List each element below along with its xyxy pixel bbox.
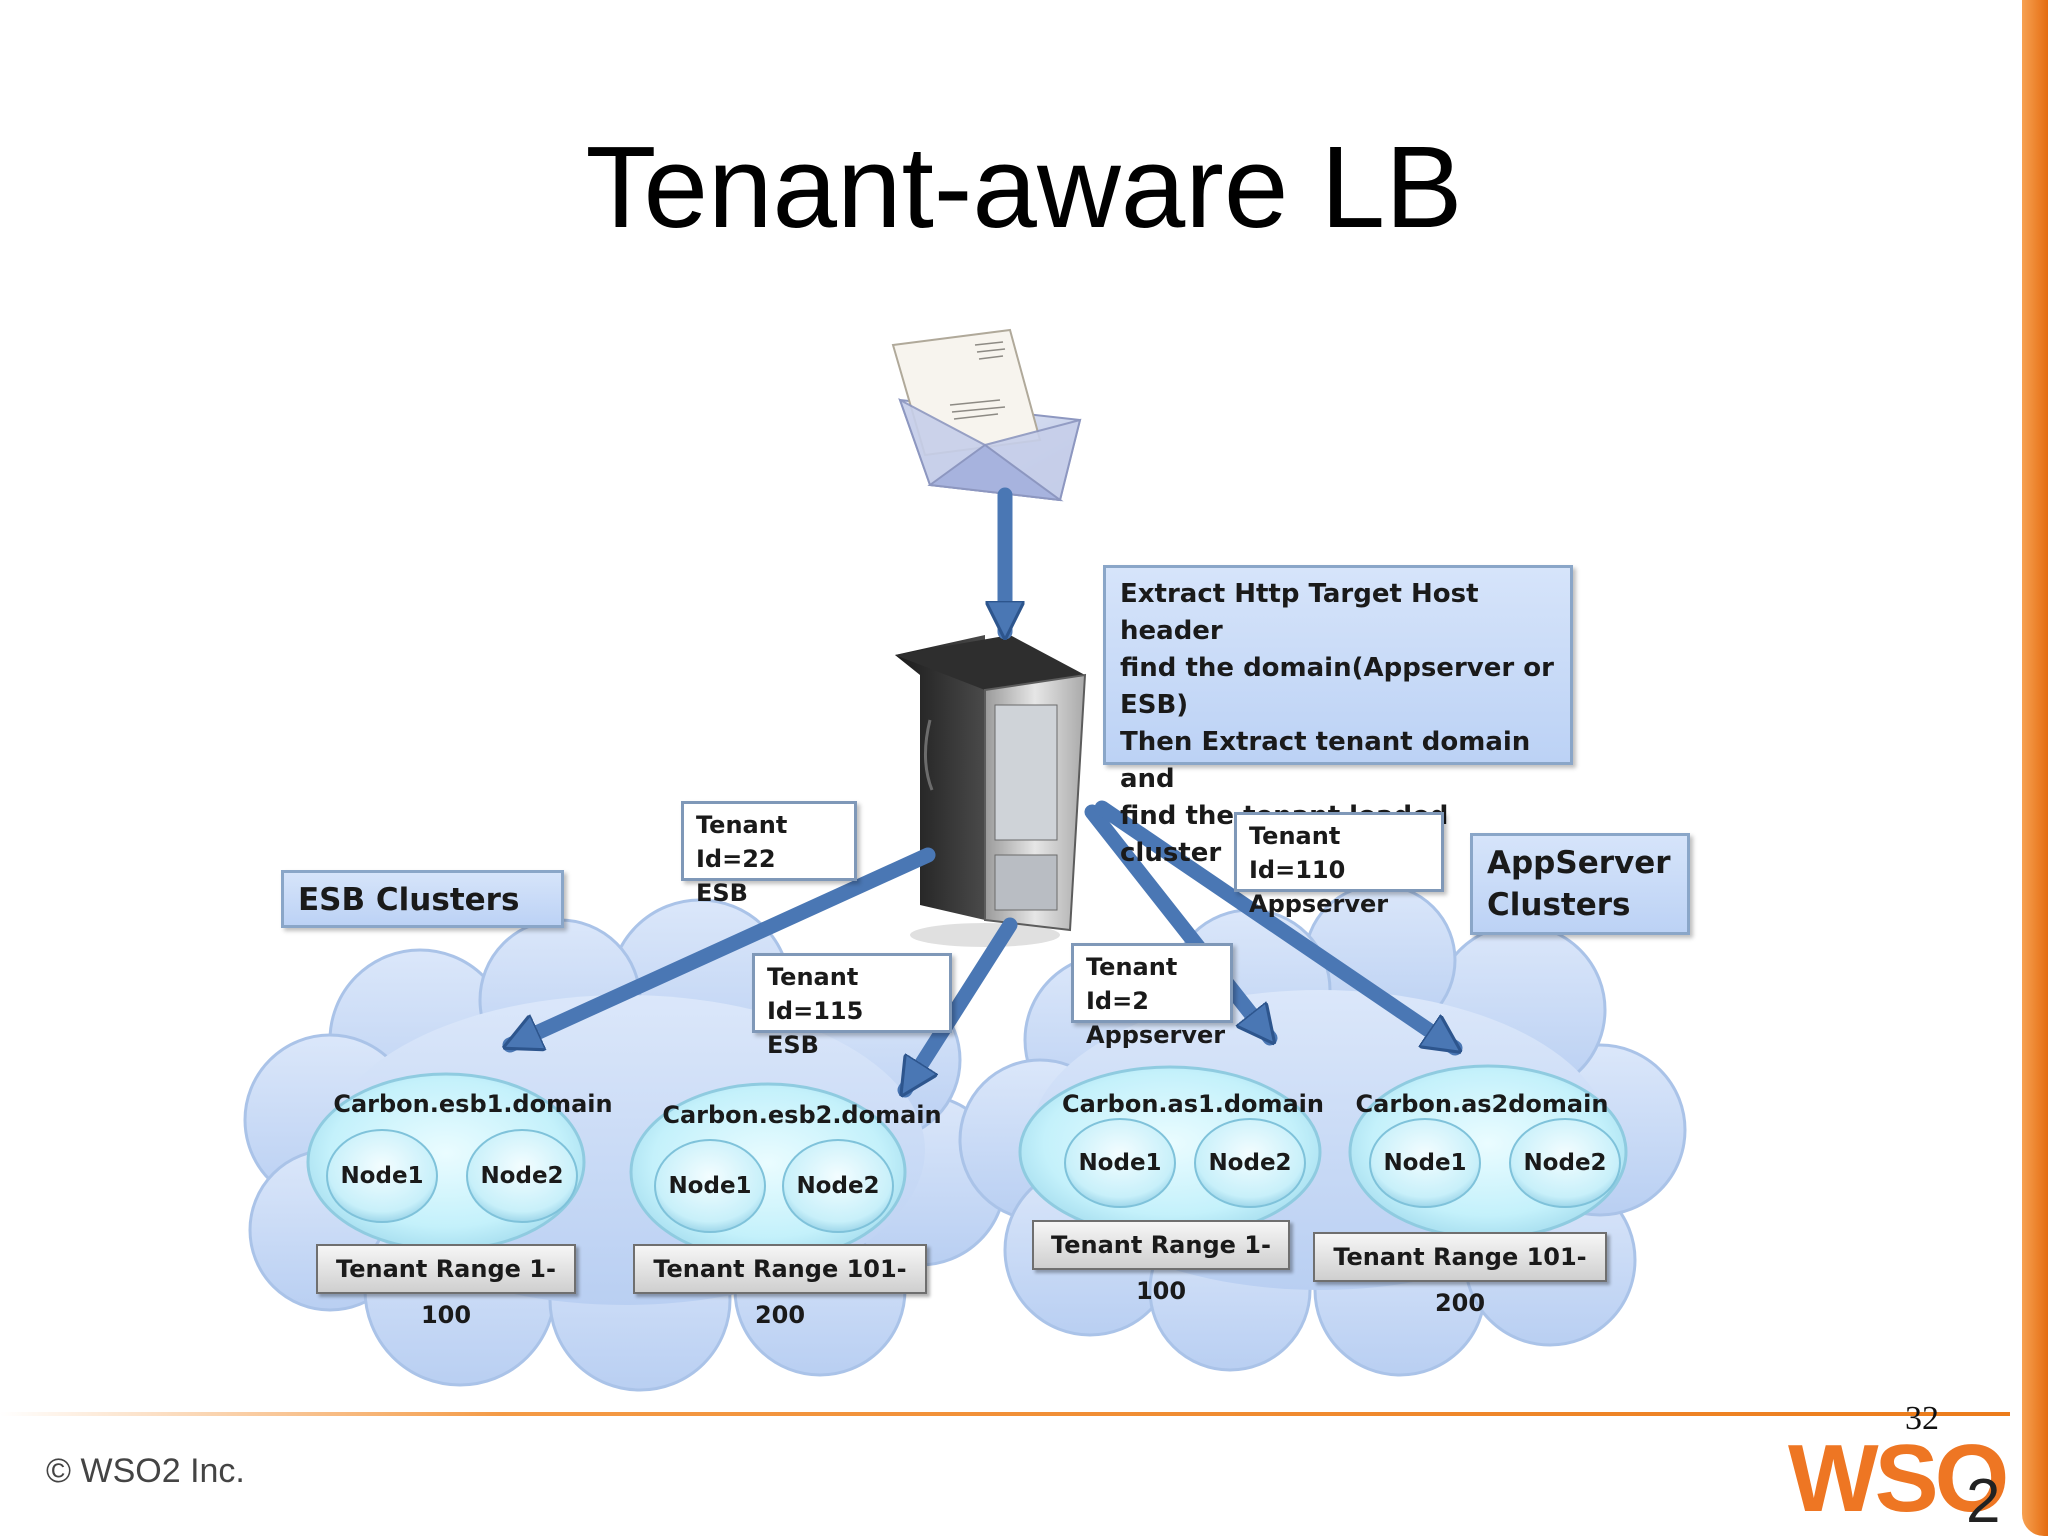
page-number: 32: [1905, 1400, 1939, 1437]
arrow-lb-to-esb1: [510, 847, 936, 1053]
tenant-range-esb2: Tenant Range 101-200: [633, 1244, 927, 1329]
node-label: Node1: [1383, 1150, 1466, 1176]
tenant-tag-110: Tenant Id=110 Appserver: [1234, 812, 1444, 918]
arrow-lb-to-as2: [1094, 800, 1455, 1056]
node-label: Node1: [340, 1163, 423, 1189]
esb-clusters-label: ESB Clusters: [281, 870, 564, 928]
node-label: Node2: [796, 1173, 879, 1199]
footer-divider: [0, 1412, 2010, 1416]
tenant-tag-115: Tenant Id=115 ESB: [752, 953, 952, 1059]
tenant-range-esb1: Tenant Range 1-100: [316, 1244, 576, 1329]
cluster-esb1: Carbon.esb1.domain Node1 Node2: [306, 1072, 613, 1252]
tenant-tag-22: Tenant Id=22 ESB: [681, 801, 857, 907]
cluster-as2: Carbon.as2domain Node1 Node2: [1348, 1064, 1628, 1240]
node-label: Node1: [1078, 1150, 1161, 1176]
flow-arrows: [510, 487, 1455, 1090]
envelope-with-letter-icon: [891, 328, 1082, 502]
cluster-domain-label: Carbon.as2domain: [1356, 1090, 1609, 1118]
wso2-logo: WSO 2: [1788, 1424, 2028, 1536]
cluster-domain-label: Carbon.esb1.domain: [333, 1090, 612, 1118]
node-label: Node2: [1208, 1150, 1291, 1176]
logo-text: WSO: [1788, 1425, 2009, 1532]
info-line: find the domain(Appserver or: [1120, 653, 1554, 683]
cluster-esb2: Carbon.esb2.domain Node1 Node2: [629, 1082, 942, 1262]
info-line: Then Extract tenant domain and: [1120, 727, 1531, 794]
cluster-domain-label: Carbon.esb2.domain: [662, 1101, 941, 1129]
info-line: Extract Http Target Host header: [1120, 579, 1479, 646]
slide-accent-bar: [2022, 0, 2048, 1536]
node-label: Node2: [1523, 1150, 1606, 1176]
slide-title: Tenant-aware LB: [585, 122, 1463, 252]
tenant-tag-2: Tenant Id=2 Appserver: [1071, 943, 1233, 1049]
appserver-clusters-label: AppServer Clusters: [1470, 833, 1690, 935]
server-tower-icon: [895, 635, 1087, 947]
logo-subscript: 2: [1966, 1467, 2001, 1536]
node-label: Node2: [480, 1163, 563, 1189]
cluster-domain-label: Carbon.as1.domain: [1062, 1090, 1324, 1118]
arrow-lb-to-as1: [1084, 804, 1278, 1038]
info-line: ESB): [1120, 690, 1189, 720]
copyright-text: © WSO2 Inc.: [46, 1452, 245, 1490]
node-label: Node1: [668, 1173, 751, 1199]
lb-info-box: Extract Http Target Host header find the…: [1103, 565, 1573, 868]
tenant-range-as1: Tenant Range 1-100: [1032, 1220, 1290, 1305]
cluster-as1: Carbon.as1.domain Node1 Node2: [1018, 1065, 1324, 1239]
tenant-range-as2: Tenant Range 101-200: [1313, 1232, 1607, 1317]
arrow-lb-to-esb2: [897, 917, 1018, 1090]
